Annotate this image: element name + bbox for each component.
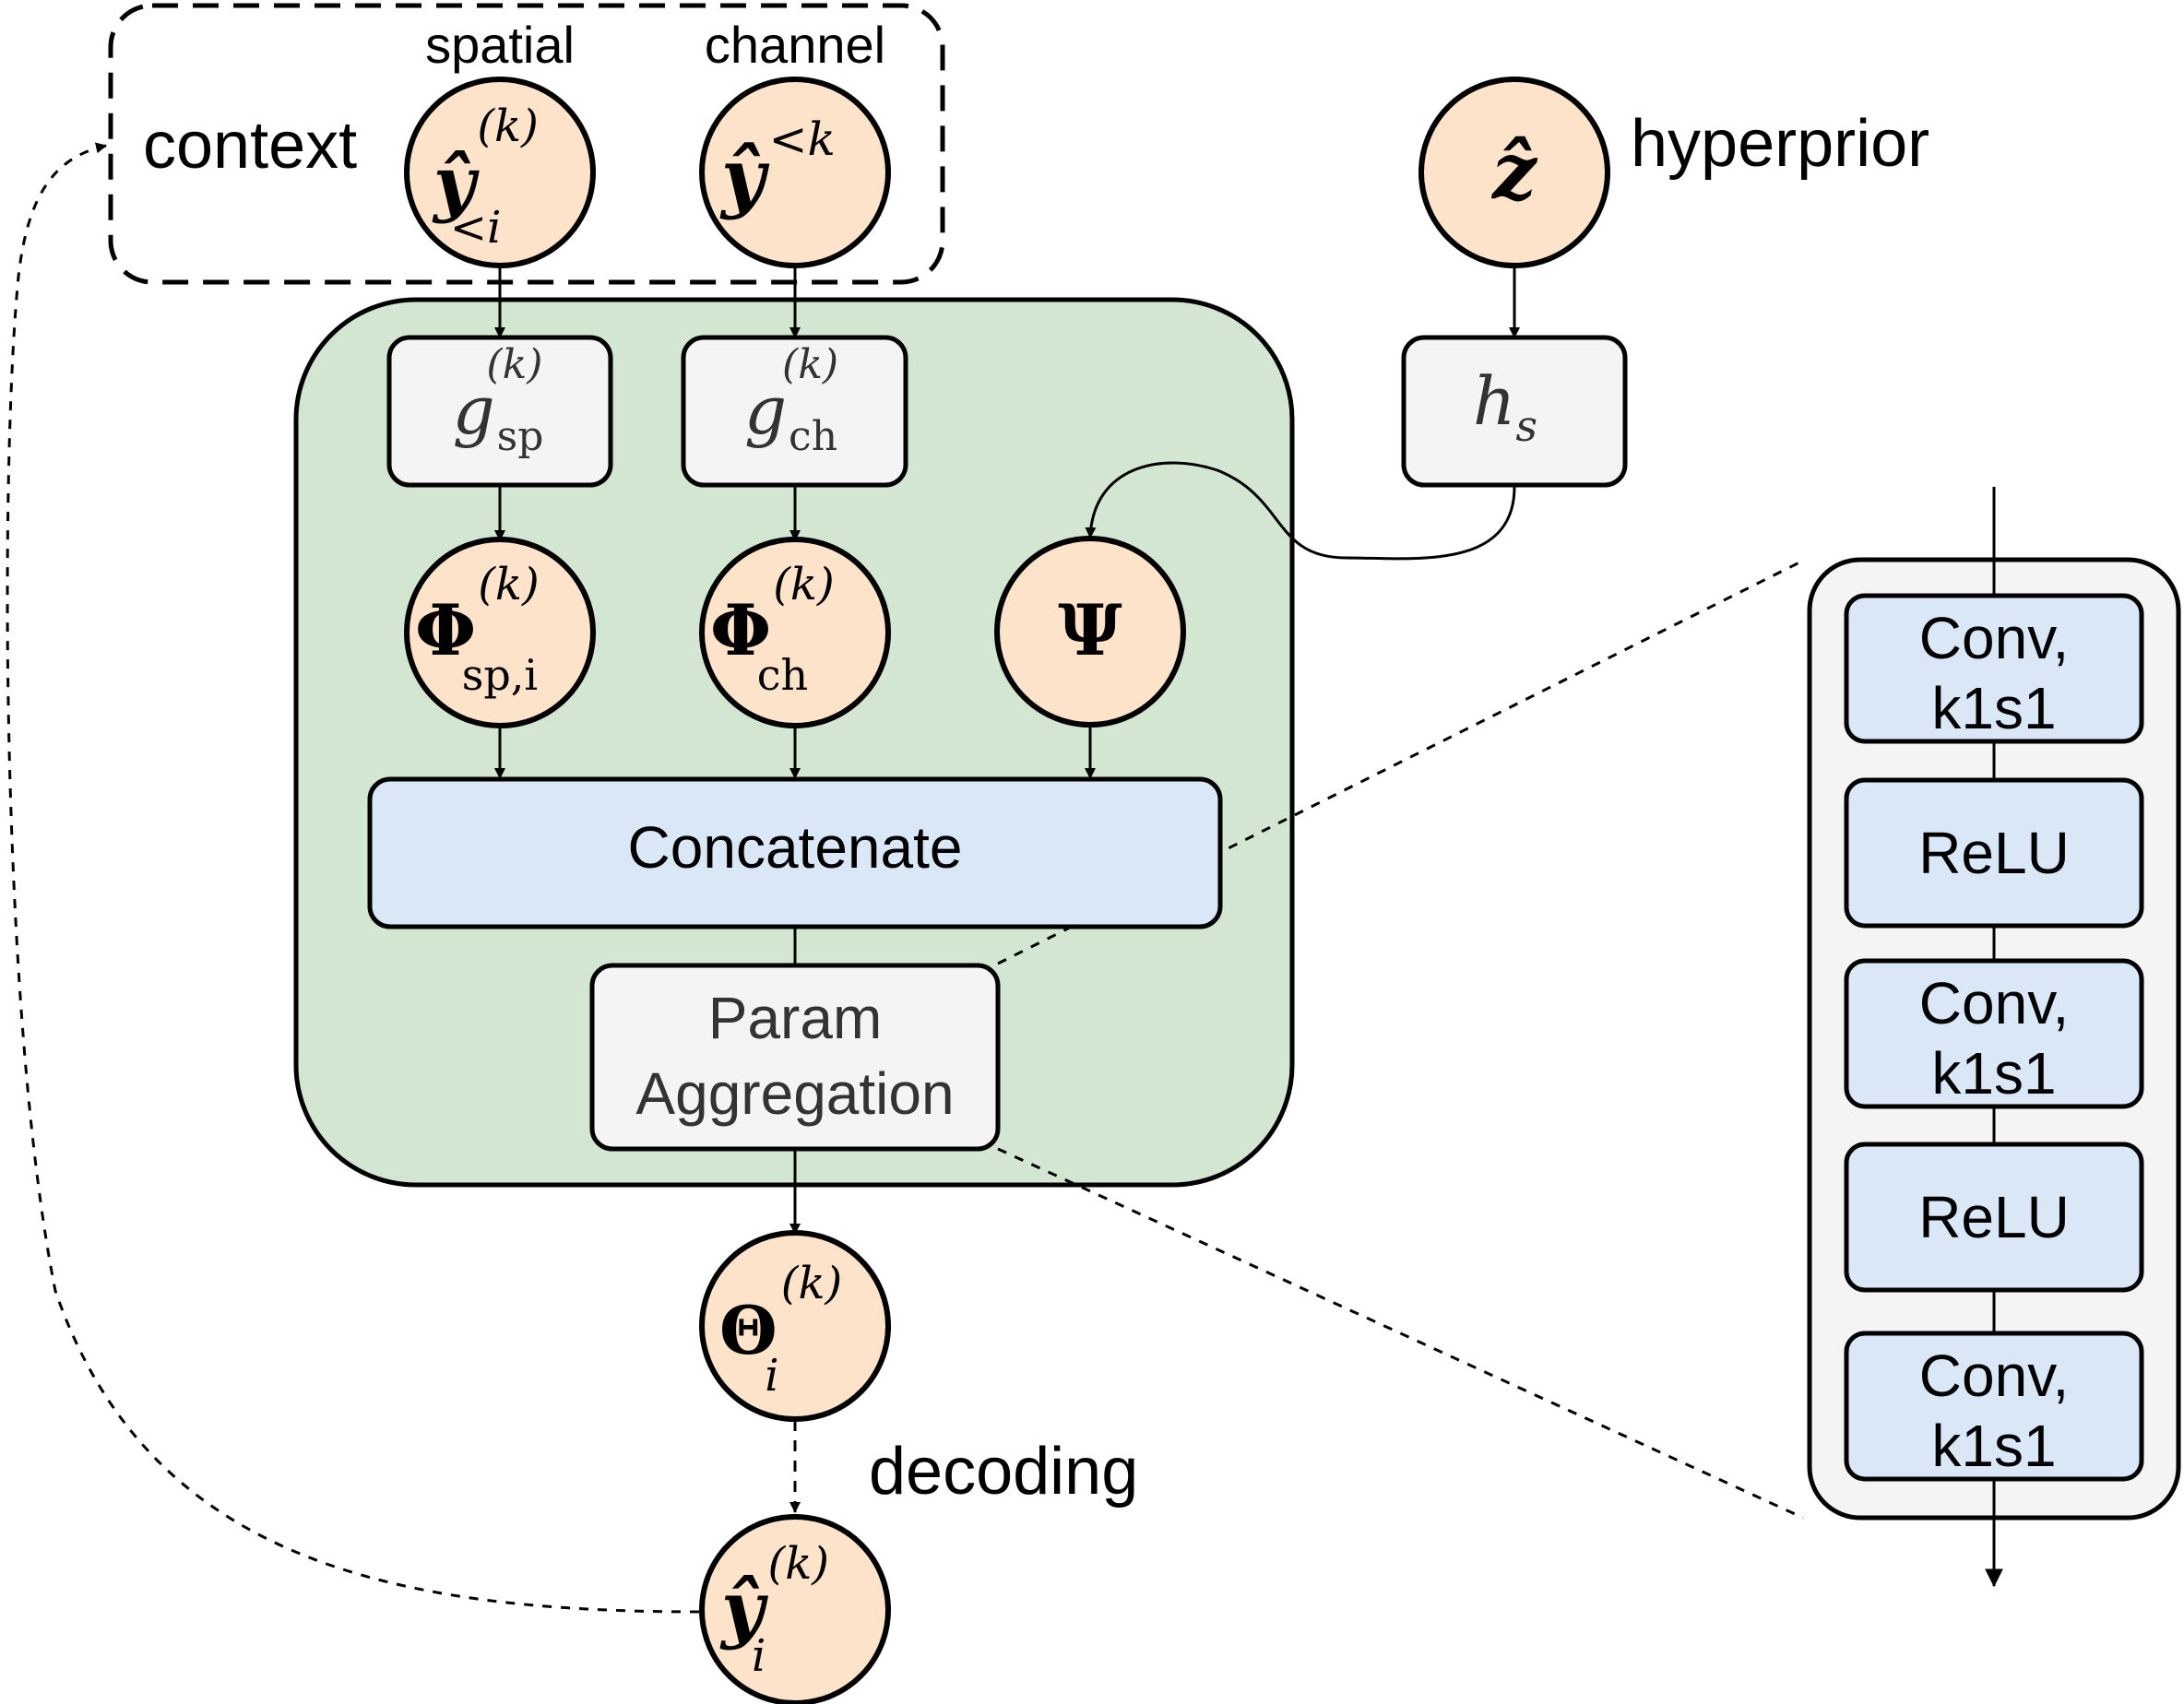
psi-node (994, 536, 1186, 728)
layer-label-3-line1: Conv, (1919, 970, 2069, 1036)
layer-block-3 (1844, 958, 2144, 1109)
context-box (108, 3, 945, 285)
y-channel-node (699, 77, 891, 268)
h-s-block (1401, 335, 1628, 488)
layer-block-1 (1844, 593, 2144, 744)
g-sp-block (386, 335, 613, 488)
channel-label: channel (705, 16, 885, 74)
layer-block-4 (1844, 1142, 2144, 1293)
zoom-line-bottom (997, 1147, 1804, 1520)
arrow-hs-psi (1085, 461, 1516, 561)
param-aggregation-block (589, 963, 1001, 1152)
context-label: context (143, 109, 357, 183)
layer-label-1-line2: k1s1 (1931, 675, 2056, 741)
phi-sp-node (404, 537, 596, 728)
h-s-label: hs (1473, 362, 1537, 451)
y-spatial-node (404, 77, 596, 268)
phi-sp-label: Φ(k)sp,i (415, 559, 540, 700)
psi-label: Ψ (1058, 589, 1122, 671)
layer-label-5-line1: Conv, (1919, 1343, 2069, 1409)
layer-label-2: ReLU (1918, 820, 2070, 886)
layer-block-5 (1844, 1331, 2144, 1482)
layer-label-1-line1: Conv, (1919, 605, 2069, 671)
z-hat-label: ẑ (1490, 125, 1538, 217)
concatenate-label: Concatenate (628, 814, 963, 881)
y-spatial-label: ŷ(k)<i (432, 101, 539, 254)
layer-block-2 (1844, 777, 2144, 929)
theta-label: Θ(k)i (719, 1258, 842, 1402)
phi-ch-label: Φ(k)ch (710, 559, 835, 700)
param-label-line1: Param (708, 985, 883, 1051)
y-out-label: ŷ(k)i (719, 1538, 829, 1682)
layer-label-5-line2: k1s1 (1931, 1413, 2056, 1479)
phi-ch-node (699, 537, 891, 728)
g-ch-label: gch(k) (744, 341, 838, 460)
concatenate-block (367, 776, 1223, 929)
theta-node (699, 1230, 891, 1422)
hyperprior-label: hyperprior (1631, 107, 1929, 181)
spatial-label: spatial (425, 16, 575, 74)
g-ch-block (681, 335, 908, 488)
layer-label-4: ReLU (1918, 1184, 2070, 1250)
layer-label-3-line2: k1s1 (1931, 1040, 2056, 1106)
decoding-label: decoding (869, 1435, 1138, 1509)
g-sp-label: gsp(k) (453, 341, 544, 460)
param-label-line2: Aggregation (635, 1060, 954, 1127)
y-out-node (699, 1514, 891, 1704)
z-hat-node (1418, 77, 1610, 268)
y-channel-label: ŷ<k (719, 112, 836, 221)
